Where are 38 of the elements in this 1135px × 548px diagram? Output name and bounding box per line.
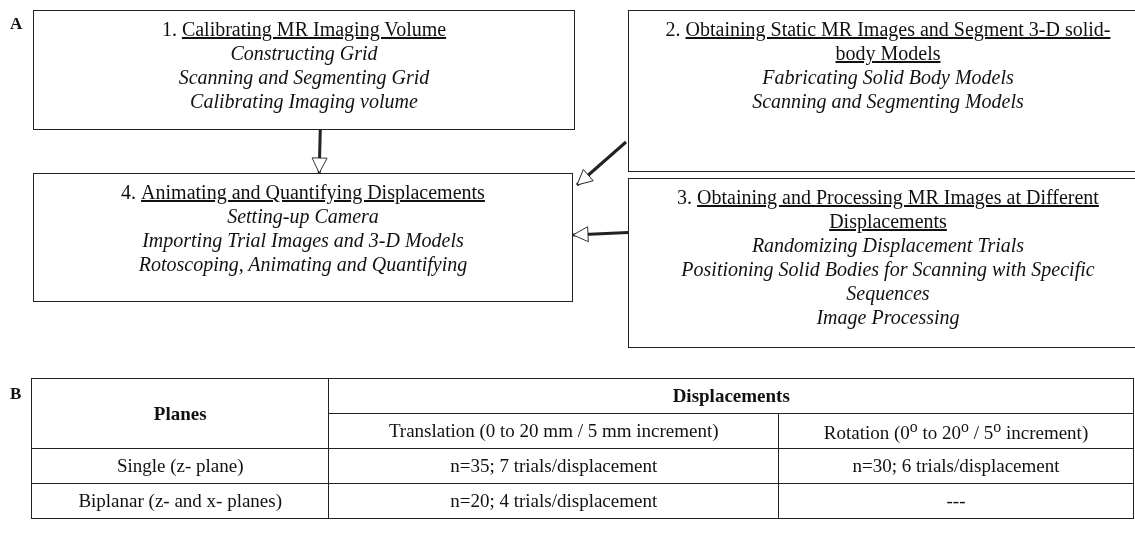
task-text: Fabricating Solid Body Models <box>762 66 1014 88</box>
panel-label: A <box>10 14 23 34</box>
process-box <box>628 178 1135 348</box>
step-title: Animating and Quantifying Displacements <box>141 181 485 203</box>
process-box <box>33 10 575 130</box>
table-cell: Rotation (0$^{o}$ to 20$^{o}$ / 5$^{o}$ increment) <box>778 413 1134 449</box>
table-cell: --- <box>778 483 1134 519</box>
process-box <box>33 173 573 302</box>
table-cell: Translation (0 to 20 mm / 5 mm increment) <box>328 413 779 449</box>
task-text: Rotoscoping, Animating and Quantifying <box>138 253 468 275</box>
step-number: 1. <box>161 18 177 40</box>
task-text: Image Processing <box>816 306 960 328</box>
task-text: Scanning and Segmenting Grid <box>178 66 430 88</box>
table-cell: Single (z- plane) <box>31 448 329 484</box>
task-text: Scanning and Segmenting Models <box>752 90 1024 112</box>
header-cell: Planes <box>31 378 329 449</box>
table-cell: Biplanar (z- and x- planes) <box>31 483 329 519</box>
table-cell: n=30; 6 trials/displacement <box>778 448 1134 484</box>
panel-label: B <box>10 384 22 404</box>
step-number: 3. <box>677 186 693 208</box>
header-cell: Displacements <box>328 378 1134 414</box>
step-title: Calibrating MR Imaging Volume <box>181 18 447 40</box>
task-text: Importing Trial Images and 3-D Models <box>142 229 464 251</box>
arrow <box>576 140 627 187</box>
table-cell: n=20; 4 trials/displacement <box>328 483 779 519</box>
step-number: 4. <box>121 181 137 203</box>
task-text: Positioning Solid Bodies for Scanning with Specific Sequences <box>681 258 1095 304</box>
task-text: Constructing Grid <box>230 42 378 64</box>
task-text: Setting-up Camera <box>227 205 379 227</box>
step-title: Obtaining and Processing MR Images at Different Displacements <box>697 186 1099 232</box>
task-text: Calibrating Imaging volume <box>190 90 418 112</box>
arrow <box>572 226 629 243</box>
process-box <box>628 10 1135 172</box>
arrow <box>311 129 328 174</box>
task-text: Randomizing Displacement Trials <box>751 234 1025 256</box>
step-number: 2. <box>665 18 681 40</box>
table-cell: n=35; 7 trials/displacement <box>328 448 779 484</box>
step-title: Obtaining Static MR Images and Segment 3-D solid-body Models <box>685 18 1111 64</box>
